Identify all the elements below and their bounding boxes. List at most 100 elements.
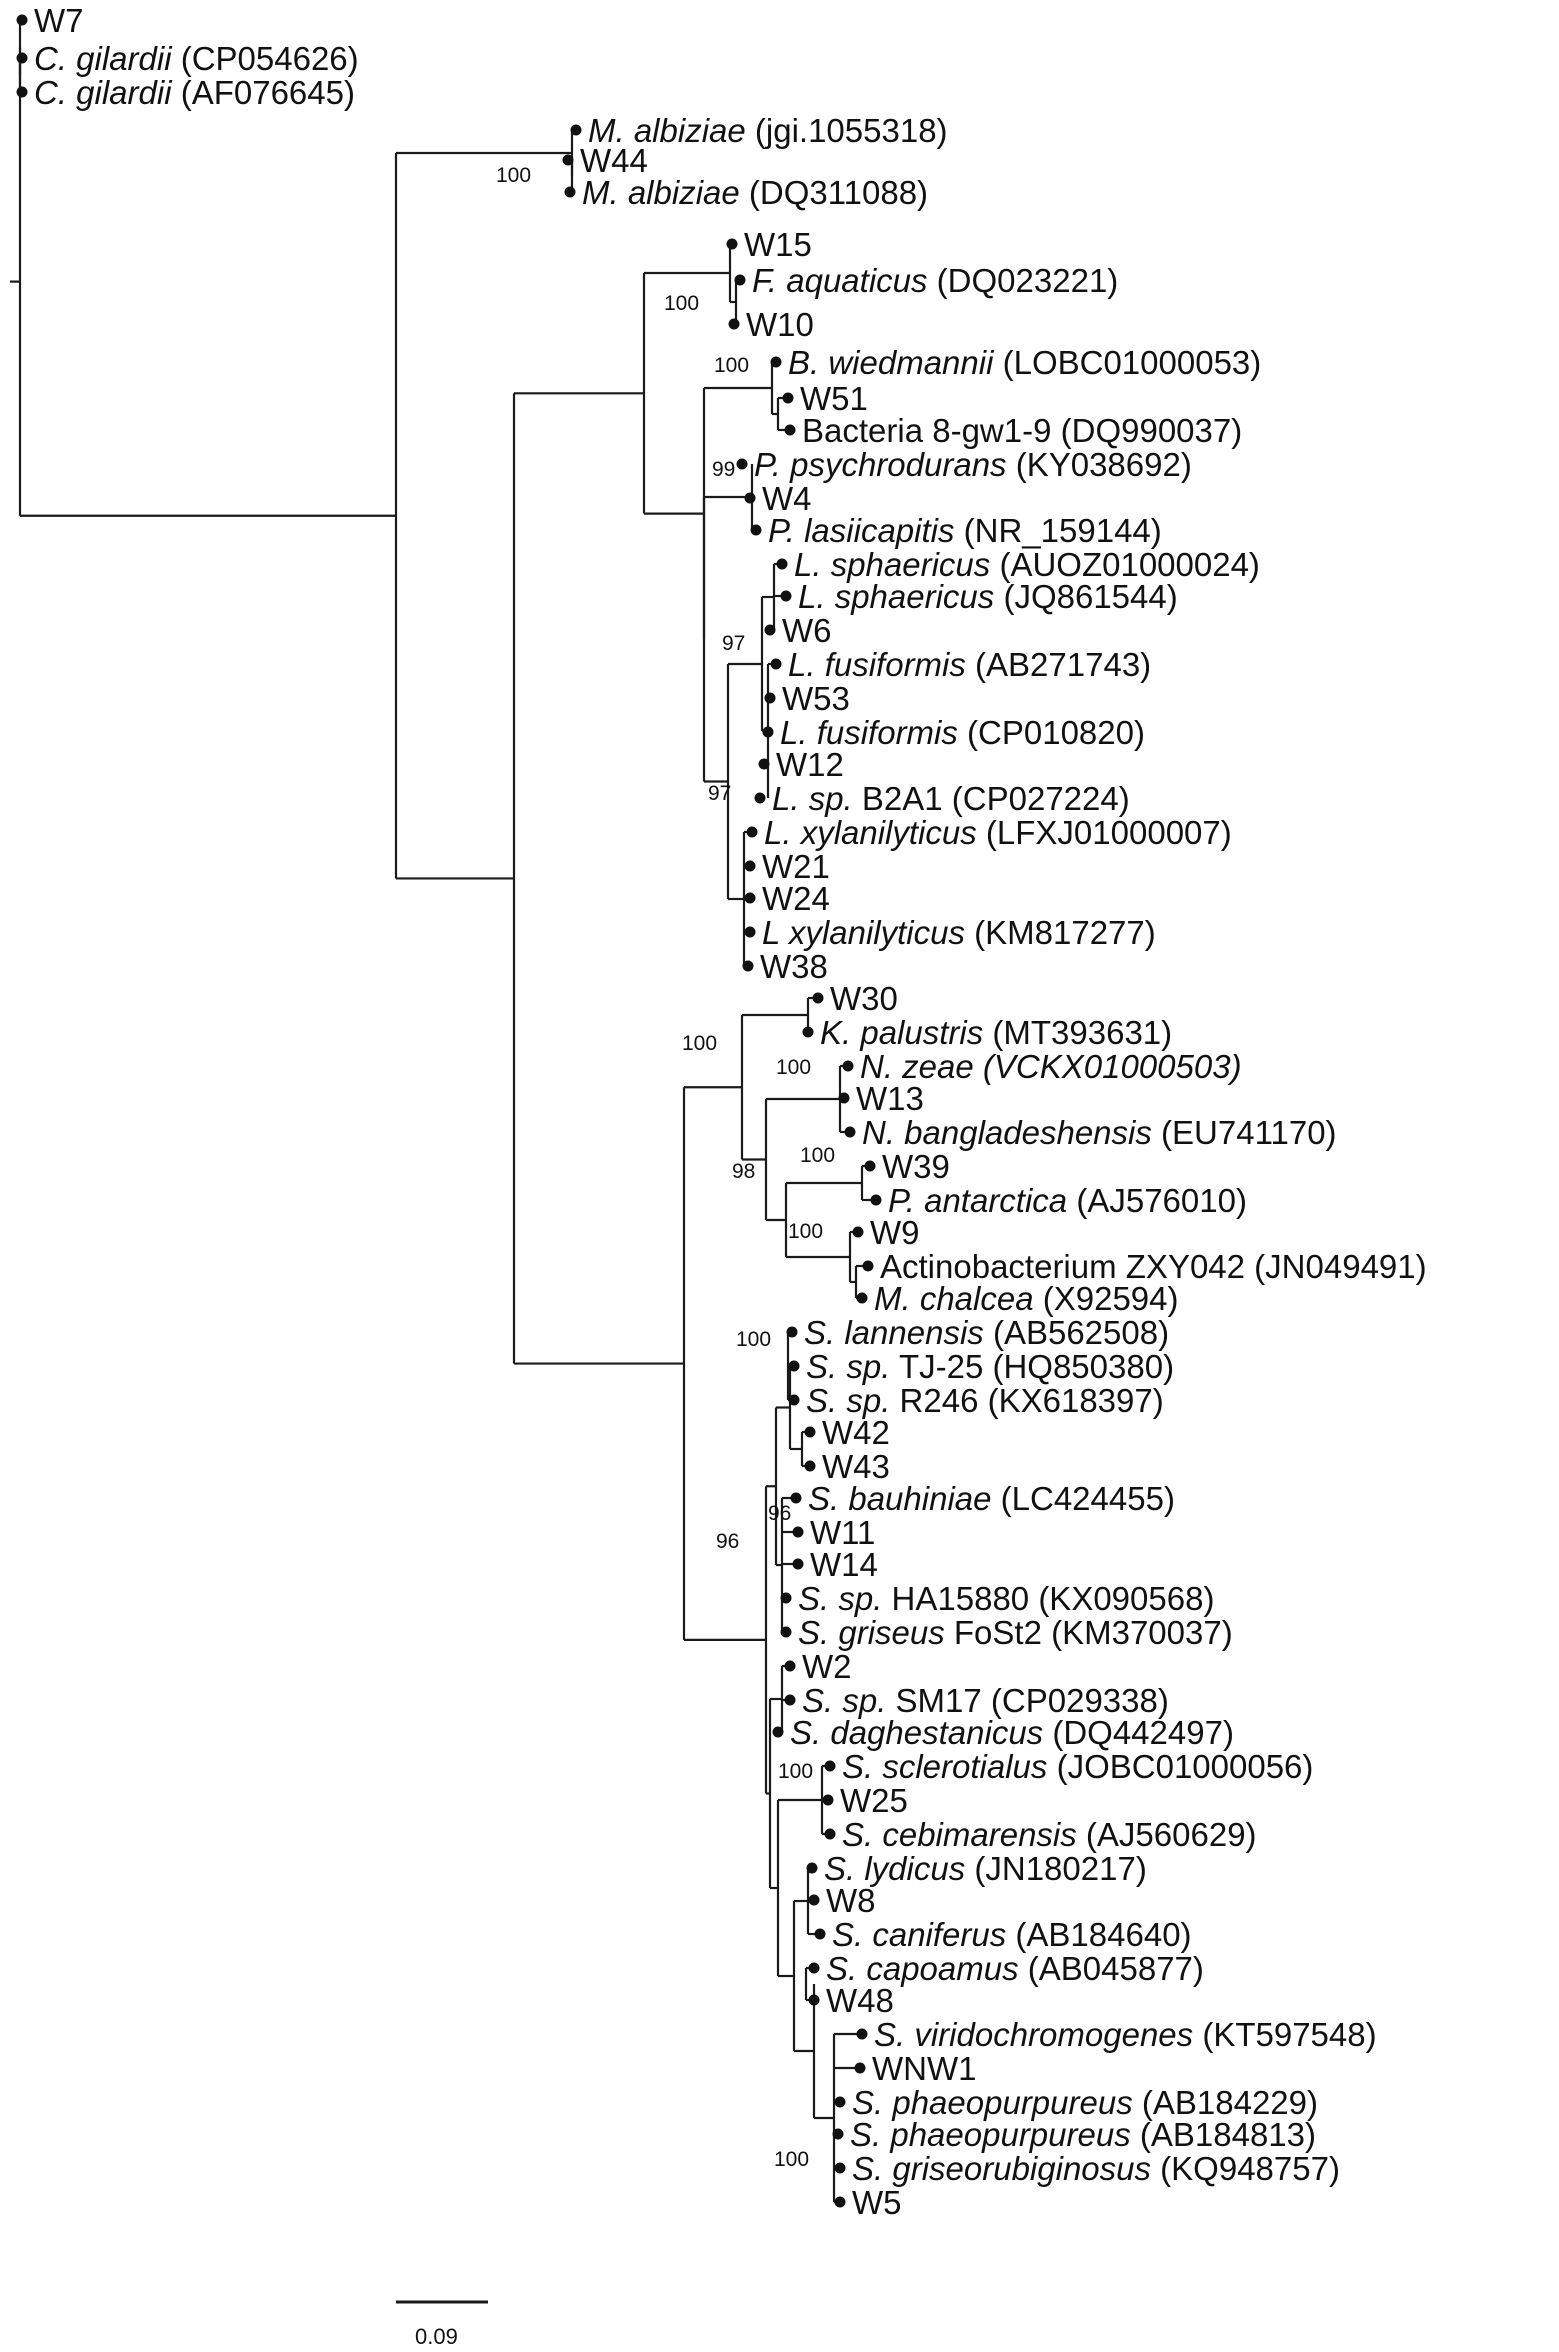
- taxon-label: S. lannensis (AB562508): [804, 1314, 1169, 1351]
- taxon-label: N. bangladeshensis (EU741170): [862, 1114, 1337, 1151]
- taxon-label: S. sclerotialus (JOBC01000056): [842, 1748, 1313, 1785]
- tip-node: [782, 392, 794, 404]
- taxon-label: W30: [830, 980, 898, 1017]
- taxon-label: W48: [826, 1982, 894, 2019]
- scale-bar: 0.09: [396, 2300, 488, 2349]
- taxon-accession: W43: [822, 1448, 890, 1485]
- taxon-accession: (DQ442497): [1043, 1714, 1234, 1751]
- taxon-label: S. phaeopurpureus (AB184813): [850, 2116, 1316, 2153]
- tip-node: [16, 52, 28, 64]
- taxon-species-name: L. fusiformis: [780, 714, 958, 751]
- bootstrap-support-value: 97: [722, 632, 745, 655]
- taxon-label: C. gilardii (CP054626): [34, 40, 359, 77]
- taxon-label: P. antarctica (AJ576010): [888, 1182, 1247, 1219]
- taxon-accession: (EU741170): [1152, 1114, 1337, 1151]
- taxon-species-name: L. fusiformis: [788, 646, 966, 683]
- bootstrap-support-value: 100: [788, 1220, 823, 1243]
- tip-node: [754, 792, 766, 804]
- tip-node: [744, 926, 756, 938]
- taxon-accession: (AB184813): [1131, 2116, 1316, 2153]
- taxon-species-name: S. capoamus: [826, 1950, 1019, 1987]
- taxon-label: S. capoamus (AB045877): [826, 1950, 1204, 1987]
- taxon-species-name: S. sp.: [798, 1580, 882, 1617]
- tip-node: [824, 1760, 836, 1772]
- tip-node: [726, 238, 738, 250]
- taxon-label: Actinobacterium ZXY042 (JN049491): [880, 1248, 1427, 1285]
- tree-tips: [16, 14, 882, 2208]
- taxon-accession: W7: [34, 2, 84, 39]
- support-values: 1001001009997971001009810010010096961001…: [496, 164, 835, 2171]
- tip-node: [564, 186, 576, 198]
- taxon-label: W5: [852, 2184, 902, 2221]
- taxon-accession: (DQ311088): [740, 174, 928, 211]
- taxon-species-name: C. gilardii: [34, 40, 173, 77]
- tip-node: [758, 758, 770, 770]
- tip-node: [804, 1426, 816, 1438]
- tip-node: [776, 558, 788, 570]
- taxon-species-name: N. zeae (VCKX01000503): [860, 1048, 1242, 1085]
- taxon-accession: Actinobacterium ZXY042 (JN049491): [880, 1248, 1427, 1285]
- bootstrap-support-value: 96: [768, 1502, 791, 1525]
- taxon-accession: W53: [782, 680, 850, 717]
- taxon-label: WNW1: [872, 2050, 976, 2087]
- taxon-species-name: S. lydicus: [824, 1850, 965, 1887]
- bootstrap-support-value: 97: [708, 782, 731, 805]
- taxon-label: M. albiziae (DQ311088): [582, 174, 928, 211]
- taxon-label: L. fusiformis (CP010820): [780, 714, 1145, 751]
- taxon-label: M. albiziae (jgi.1055318): [588, 112, 948, 149]
- bootstrap-support-value: 99: [712, 458, 735, 481]
- taxon-accession: (X92594): [1034, 1280, 1179, 1317]
- taxon-accession: (LC424455): [991, 1480, 1174, 1517]
- taxon-accession: (CP010820): [958, 714, 1145, 751]
- taxon-accession: (jgi.1055318): [746, 112, 948, 149]
- taxon-label: S. bauhiniae (LC424455): [808, 1480, 1175, 1517]
- taxon-accession: W2: [802, 1648, 852, 1685]
- taxon-accession: W9: [870, 1214, 920, 1251]
- taxon-accession: R246 (KX618397): [890, 1382, 1163, 1419]
- taxon-label: W2: [802, 1648, 852, 1685]
- bootstrap-support-value: 100: [664, 292, 699, 315]
- taxon-species-name: S. sclerotialus: [842, 1748, 1047, 1785]
- taxon-label: K. palustris (MT393631): [820, 1014, 1172, 1051]
- tip-node: [808, 1994, 820, 2006]
- tip-node: [812, 992, 824, 1004]
- taxon-accession: (DQ023221): [928, 262, 1119, 299]
- taxon-species-name: M. albiziae: [588, 112, 746, 149]
- tip-node: [790, 1492, 802, 1504]
- bootstrap-support-value: 100: [736, 1328, 771, 1351]
- taxon-accession: W24: [762, 880, 830, 917]
- taxon-species-name: L xylanilyticus: [762, 914, 965, 951]
- taxon-species-name: L. sp.: [772, 780, 853, 817]
- tip-node: [824, 1828, 836, 1840]
- tree-labels: W7C. gilardii (CP054626)C. gilardii (AF0…: [34, 2, 1427, 2221]
- taxon-label: W7: [34, 2, 84, 39]
- taxon-label: W4: [762, 480, 812, 517]
- taxon-species-name: S. cebimarensis: [842, 1816, 1077, 1853]
- taxon-label: L. xylanilyticus (LFXJ01000007): [764, 814, 1232, 851]
- taxon-label: W24: [762, 880, 830, 917]
- taxon-accession: (AF076645): [172, 74, 355, 111]
- tip-node: [862, 1260, 874, 1272]
- taxon-species-name: S. griseus: [798, 1614, 945, 1651]
- taxon-species-name: S. griseorubiginosus: [852, 2150, 1151, 2187]
- tip-node: [746, 826, 758, 838]
- taxon-accession: (KQ948757): [1151, 2150, 1340, 2187]
- taxon-accession: (JQ861544): [994, 578, 1177, 615]
- tip-node: [16, 14, 28, 26]
- taxon-label: W53: [782, 680, 850, 717]
- tip-node: [764, 624, 776, 636]
- tip-node: [788, 1394, 800, 1406]
- taxon-species-name: S. sp.: [806, 1348, 890, 1385]
- taxon-accession: (CP054626): [172, 40, 359, 77]
- taxon-label: C. gilardii (AF076645): [34, 74, 355, 111]
- tip-node: [870, 1194, 882, 1206]
- taxon-accession: W5: [852, 2184, 902, 2221]
- taxon-label: S. phaeopurpureus (AB184229): [852, 2084, 1318, 2121]
- tip-node: [734, 274, 746, 286]
- taxon-species-name: S. bauhiniae: [808, 1480, 991, 1517]
- taxon-accession: W38: [760, 948, 828, 985]
- taxon-accession: (AB184229): [1133, 2084, 1318, 2121]
- taxon-accession: W4: [762, 480, 812, 517]
- bootstrap-support-value: 100: [800, 1144, 835, 1167]
- taxon-species-name: K. palustris: [820, 1014, 983, 1051]
